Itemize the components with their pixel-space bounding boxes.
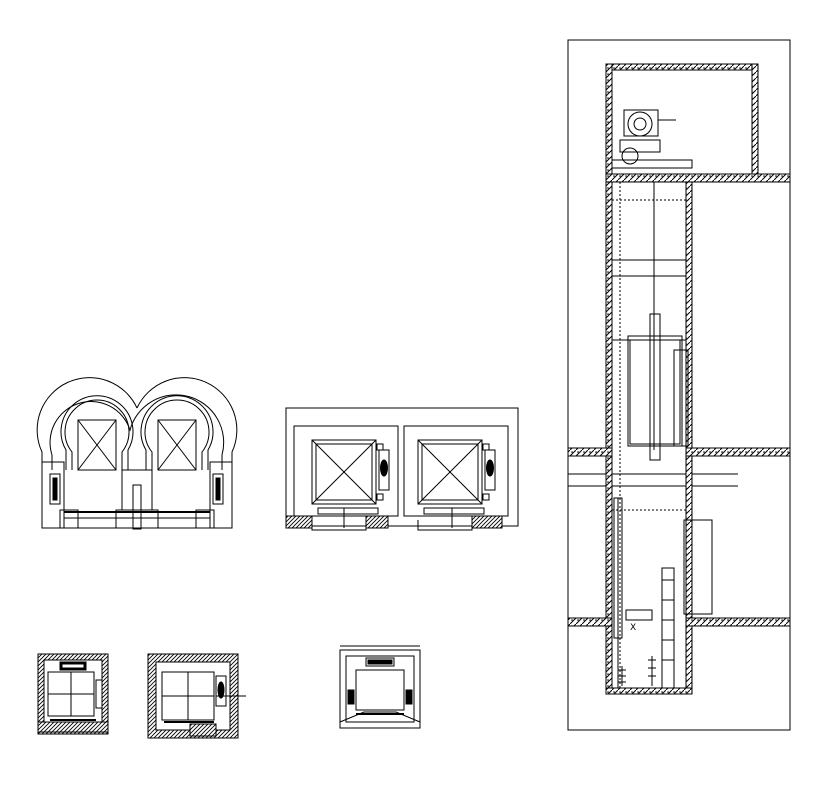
twin-car-plan (285, 407, 519, 531)
small-car-plan-a (37, 653, 109, 735)
arched-double-entrance-plan (36, 377, 238, 530)
weight-label: X (630, 623, 636, 633)
shaft-section: X (567, 39, 791, 731)
small-car-plan-b (147, 653, 246, 739)
small-car-plan-c (339, 645, 421, 729)
